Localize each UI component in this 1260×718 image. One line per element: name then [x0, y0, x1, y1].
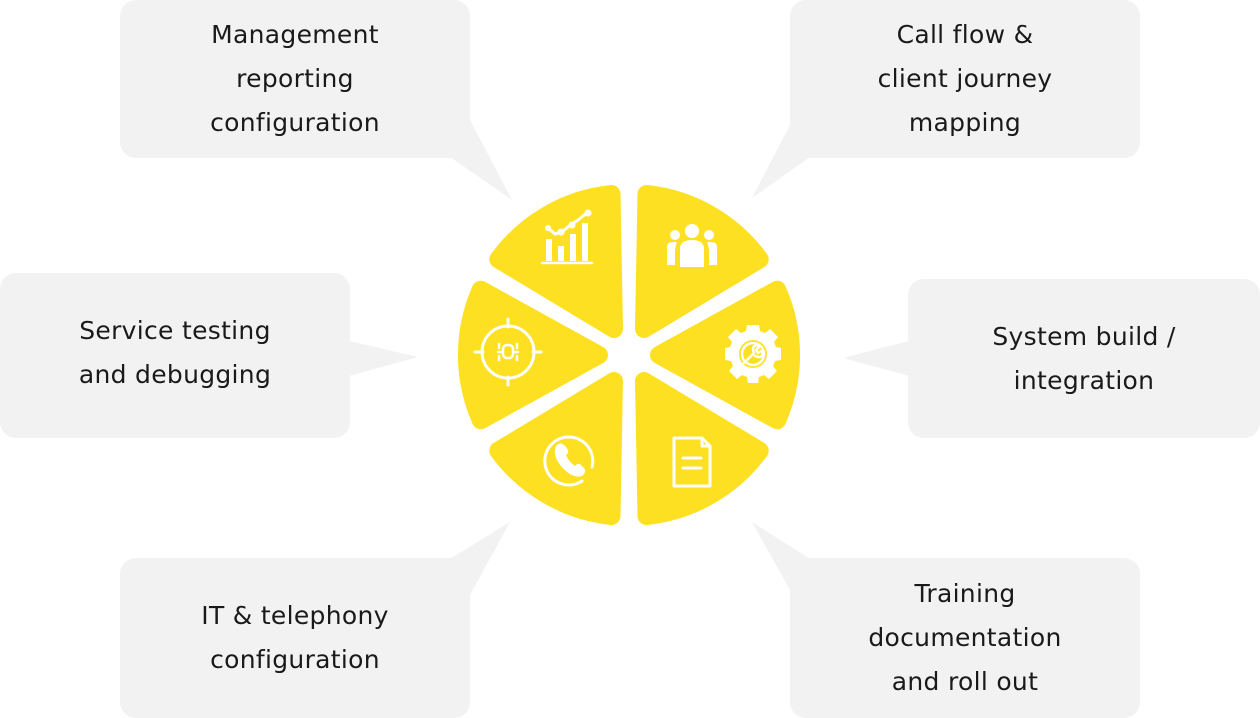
label-line: Call flow & [896, 20, 1034, 49]
label-line: documentation [868, 623, 1062, 652]
label-line: Service testing [79, 316, 271, 345]
callout-reporting [120, 0, 512, 200]
label-callflow: Call flow & client journey mapping [790, 12, 1140, 146]
callout-callflow [752, 0, 1140, 198]
label-line: and debugging [78, 360, 272, 389]
label-line: Management [211, 20, 379, 49]
document-icon [672, 436, 712, 488]
callout-telephony [120, 522, 510, 718]
label-line: reporting [236, 64, 354, 93]
callout-testing [0, 273, 418, 438]
bug-target-icon [473, 317, 543, 387]
label-testing: Service testing and debugging [0, 273, 350, 433]
label-line: mapping [908, 108, 1022, 137]
users-group-icon [667, 224, 717, 267]
label-line: and roll out [891, 667, 1039, 696]
label-line: IT & telephony [201, 601, 389, 630]
label-telephony: IT & telephony configuration [120, 558, 470, 718]
label-reporting: Management reporting configuration [120, 12, 470, 146]
label-line: configuration [210, 645, 380, 674]
label-line: integration [1013, 365, 1155, 395]
label-line: System build / [992, 321, 1176, 351]
callout-training [752, 522, 1140, 718]
label-line: client journey [877, 64, 1053, 93]
label-training: Training documentation and roll out [790, 570, 1140, 706]
wedge-systembuild [650, 280, 800, 430]
label-line: configuration [210, 108, 380, 137]
phone-circle-icon [543, 435, 595, 487]
gear-wrench-icon [725, 325, 781, 383]
label-line: Training [914, 579, 1016, 608]
chart-growth-icon [540, 209, 594, 265]
callout-systembuild [843, 279, 1260, 438]
label-systembuild: System build / integration [908, 279, 1260, 438]
